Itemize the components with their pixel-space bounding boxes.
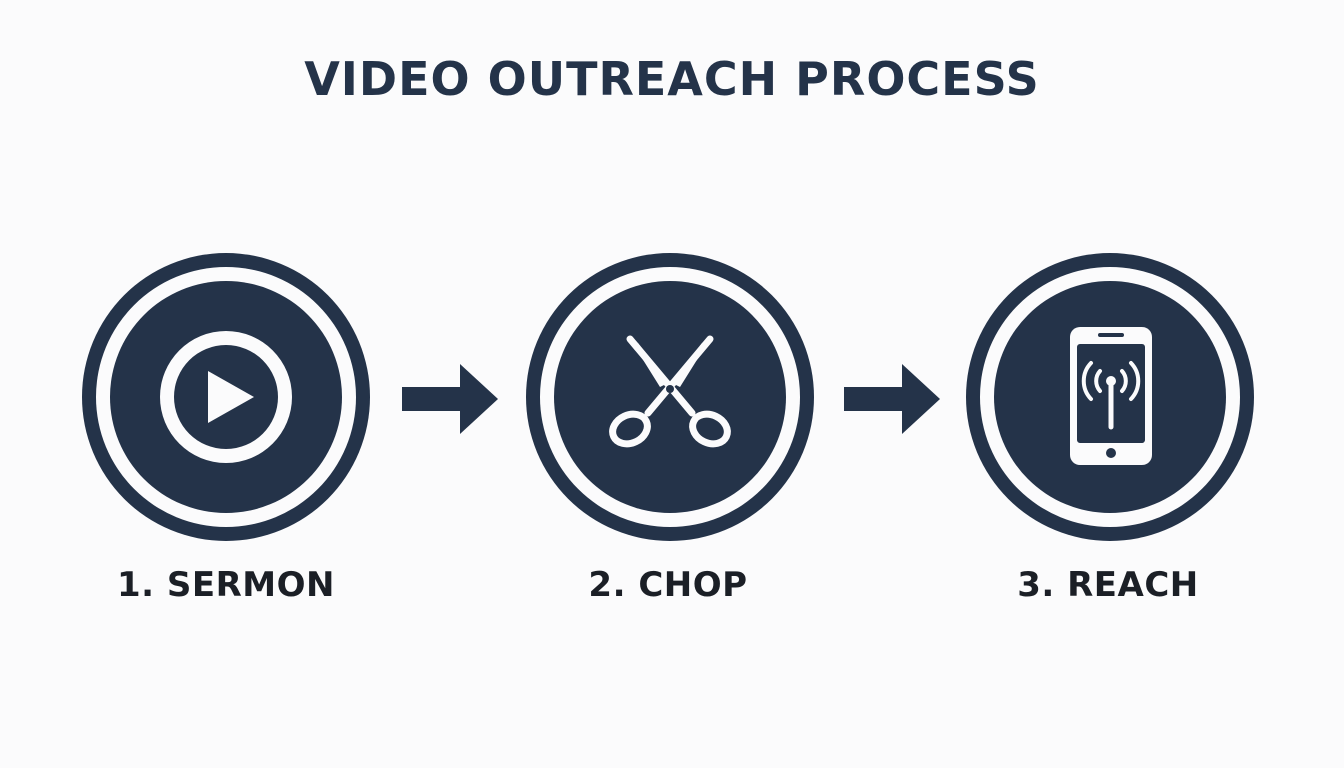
- play-icon: [82, 253, 370, 541]
- step-chop: [526, 253, 814, 541]
- arrow-right-icon: [400, 364, 500, 434]
- scissors-icon: [526, 253, 814, 541]
- step-reach: [966, 253, 1254, 541]
- arrow-right-icon: [842, 364, 942, 434]
- step-label-reach: 3. REACH: [1017, 565, 1199, 605]
- step-label-chop: 2. CHOP: [588, 565, 748, 605]
- smartphone-signal-icon: [966, 253, 1254, 541]
- step-sermon: [82, 253, 370, 541]
- diagram-title: VIDEO OUTREACH PROCESS: [304, 52, 1040, 106]
- step-label-sermon: 1. SERMON: [117, 565, 335, 605]
